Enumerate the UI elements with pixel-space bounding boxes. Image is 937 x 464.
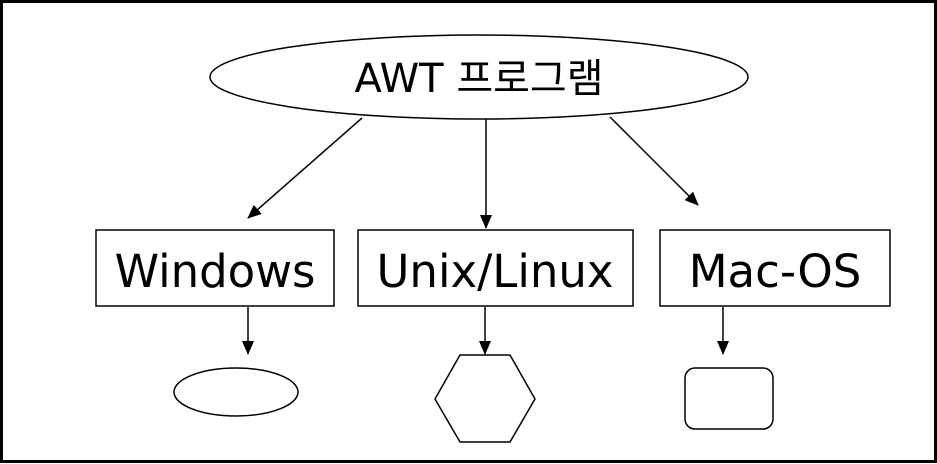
platform-node-unix-linux: Unix/Linux (357, 229, 634, 307)
unix-linux-label: Unix/Linux (377, 245, 614, 298)
platform-node-mac-os: Mac-OS (659, 229, 891, 307)
windows-ellipse-shape (173, 367, 299, 417)
unix-linux-box (357, 229, 634, 307)
root-ellipse (209, 34, 749, 120)
mac-os-rounded-rect-shape (684, 367, 774, 430)
root-node: AWT 프로그램 (209, 34, 749, 120)
windows-label: Windows (115, 245, 316, 298)
mac-os-box (659, 229, 891, 307)
platform-node-windows: Windows (95, 229, 335, 307)
arrow-root-to-mac (609, 116, 699, 206)
unix-linux-hexagon-shape (434, 354, 536, 443)
root-label: AWT 프로그램 (354, 56, 603, 102)
windows-box (95, 229, 335, 307)
arrow-root-to-windows (247, 117, 363, 219)
mac-os-label: Mac-OS (689, 245, 862, 298)
